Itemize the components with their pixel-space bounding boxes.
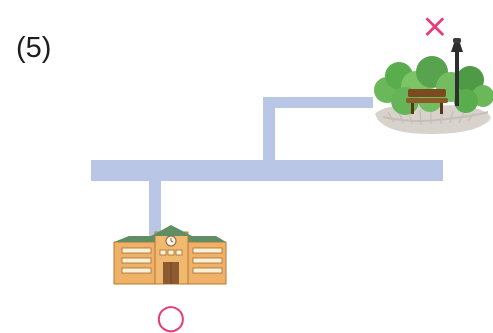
park-icon bbox=[374, 38, 493, 134]
school-icon bbox=[114, 225, 226, 284]
school-circle-mark: ○ bbox=[156, 297, 186, 333]
road-branch-to-park-horizontal bbox=[263, 97, 373, 108]
park-cross-mark: × bbox=[421, 6, 449, 45]
main-road bbox=[91, 160, 443, 181]
